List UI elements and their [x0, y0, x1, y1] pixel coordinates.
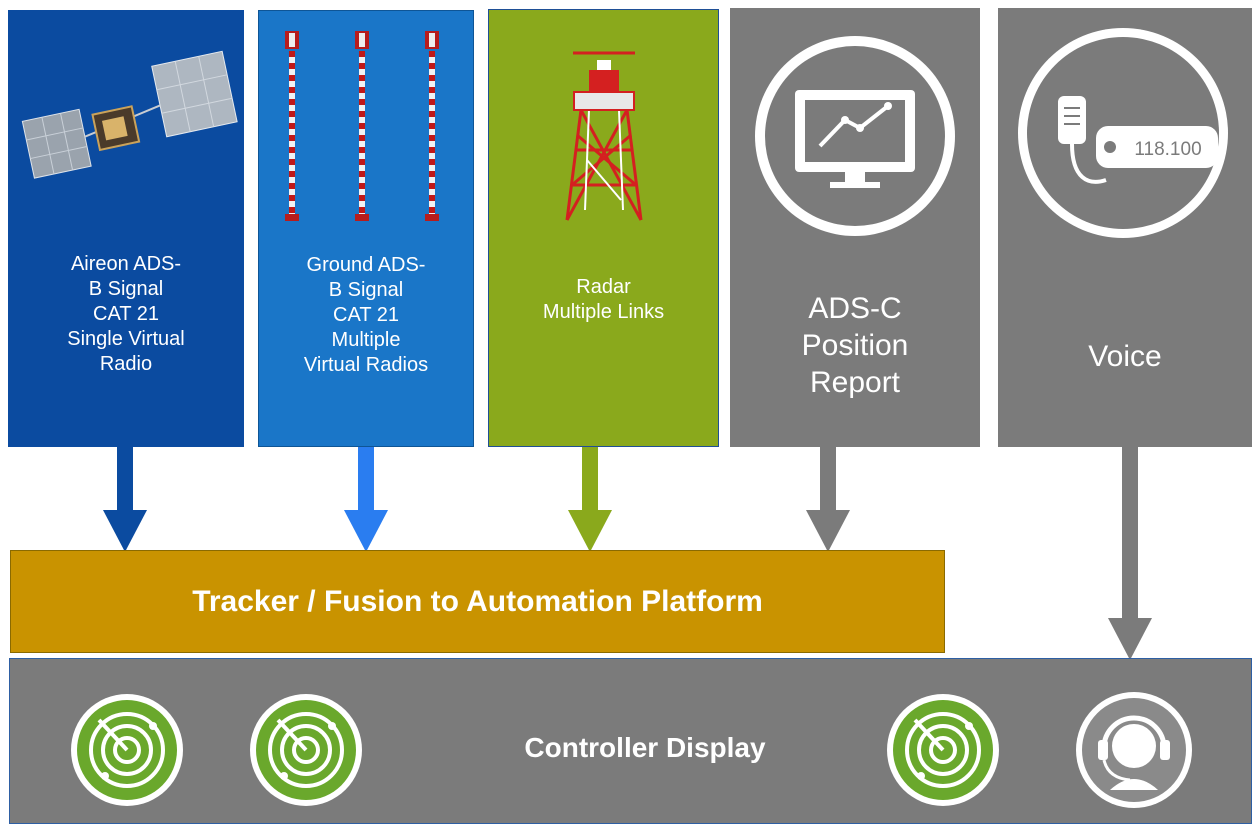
arrow-radar — [568, 447, 612, 552]
arrow-adsc — [806, 447, 850, 552]
monitor-chart-icon — [755, 36, 955, 236]
radio-mic-icon: 118.100 — [1018, 28, 1228, 238]
tracker-fusion-bar: Tracker / Fusion to Automation Platform — [10, 550, 945, 653]
satellite-icon — [21, 50, 238, 179]
radar-tower-icon — [565, 51, 643, 221]
controller-display-label: Controller Display — [524, 732, 766, 763]
controller-display-bar: Controller Display — [9, 658, 1252, 824]
arrow-ground — [344, 447, 388, 552]
antenna-tower — [355, 31, 369, 221]
tracker-fusion-label: Tracker / Fusion to Automation Platform — [192, 584, 763, 618]
radar-source-box: Radar Multiple Links — [488, 9, 719, 447]
ground-source-label: Ground ADS- B Signal CAT 21 Multiple Vir… — [303, 254, 429, 376]
antenna-tower — [425, 31, 439, 221]
headset-operator-icon — [1076, 692, 1192, 808]
ground-source-box: Ground ADS- B Signal CAT 21 Multiple Vir… — [258, 10, 474, 447]
radio-frequency-readout: 118.100 — [1134, 139, 1201, 160]
aireon-source-box: Aireon ADS- B Signal CAT 21 Single Virtu… — [8, 10, 244, 447]
controller-icons — [71, 692, 1192, 808]
antenna-towers-icon — [285, 31, 439, 221]
antenna-tower — [285, 31, 299, 221]
arrow-voice — [1108, 447, 1152, 660]
adsc-source-label: ADS-C Position Report — [801, 292, 909, 399]
radar-source-label: Radar Multiple Links — [542, 276, 665, 323]
radar-scope-icon — [887, 694, 999, 806]
adsc-source-box: ADS-C Position Report — [730, 8, 980, 447]
radar-scope-icon — [71, 694, 183, 806]
radar-scope-icon — [250, 694, 362, 806]
voice-source-box: 118.100 Voice — [998, 8, 1252, 447]
aireon-source-label: Aireon ADS- B Signal CAT 21 Single Virtu… — [67, 253, 185, 375]
arrow-aireon — [103, 447, 147, 552]
voice-source-label: Voice — [1088, 340, 1162, 373]
